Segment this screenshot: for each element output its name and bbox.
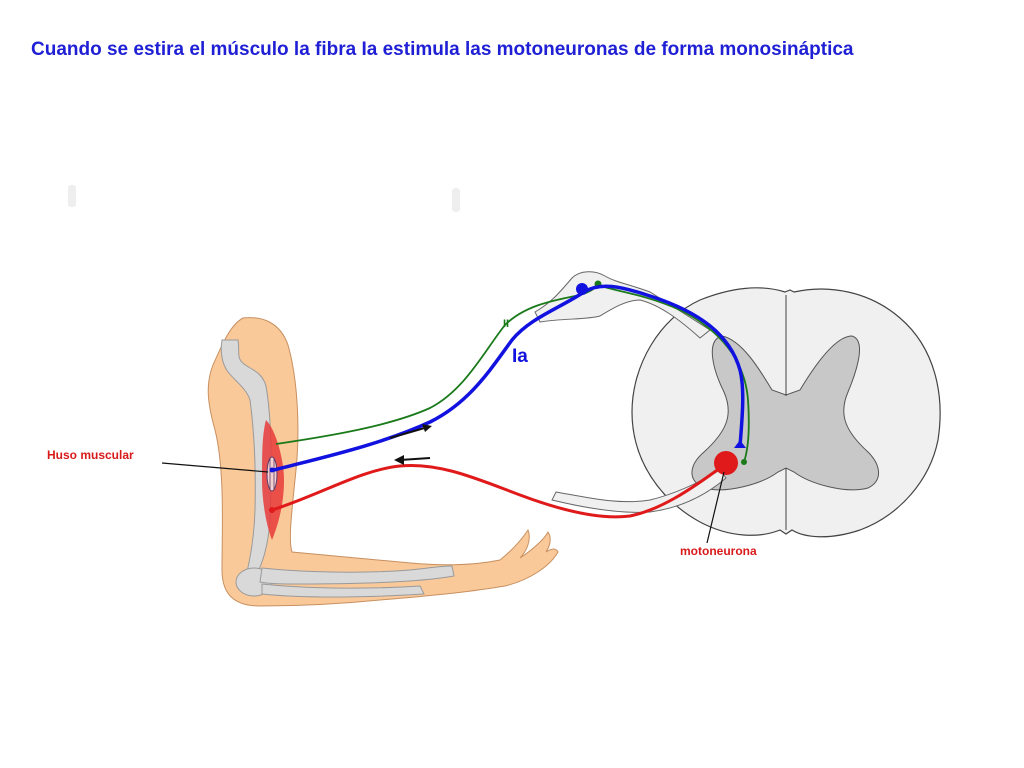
motor-neuron-leader-line <box>706 471 725 544</box>
motor-neuron-cell-body <box>714 451 738 475</box>
afferent-direction-arrow <box>389 424 432 439</box>
label-motor-neuron: motoneurona <box>680 544 757 558</box>
efferent-direction-arrow <box>394 455 431 465</box>
motor-endplate <box>269 507 275 513</box>
label-muscle-spindle: Huso muscular <box>47 448 134 462</box>
muscle-spindle <box>266 456 278 492</box>
ia-cell-body <box>576 283 588 295</box>
ia-synaptic-terminal <box>734 440 746 448</box>
slide-title: Cuando se estira el músculo la fibra Ia … <box>31 39 854 60</box>
forearm-bones <box>259 565 455 585</box>
label-fiber-ii: II <box>503 318 509 330</box>
decorative-mark <box>452 188 460 212</box>
spinal-cord-gray-matter <box>691 335 879 491</box>
ventral-root <box>551 469 727 513</box>
label-fiber-ia: Ia <box>512 346 528 367</box>
ia-afferent-fiber <box>272 284 745 472</box>
decorative-mark <box>68 185 76 207</box>
arm-skin <box>207 317 559 607</box>
spindle-leader-line <box>161 462 269 473</box>
alpha-motor-fiber <box>270 463 722 519</box>
arm-illustration <box>207 317 559 607</box>
ii-terminal <box>741 459 747 465</box>
ulna-bone <box>261 583 425 598</box>
